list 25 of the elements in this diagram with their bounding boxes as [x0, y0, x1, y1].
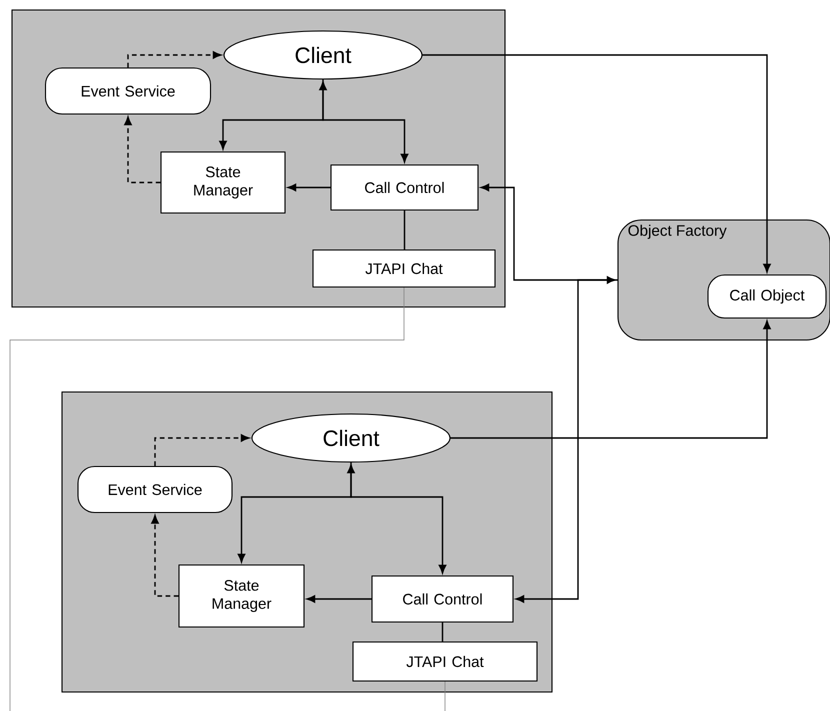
process-box: Call Control: [330, 164, 479, 211]
arrow: [350, 462, 446, 574]
arrow: [516, 279, 618, 603]
arrow: [306, 595, 372, 603]
arrow: [127, 51, 222, 68]
arrow: [154, 434, 250, 466]
process-box: JTAPI Chat: [352, 641, 538, 682]
rounded-box: Event Service: [44, 67, 212, 115]
arrow: [238, 464, 355, 562]
leader-line: [10, 287, 404, 711]
arrow: [219, 82, 327, 150]
arrow: [288, 184, 330, 192]
arrow: [124, 116, 160, 184]
process-box: State Manager: [160, 151, 286, 214]
arrow: [151, 515, 178, 597]
arrow: [322, 80, 408, 162]
arrow: [450, 320, 771, 439]
rounded-box: Call Object: [707, 274, 827, 319]
arrow: [480, 184, 616, 284]
process-box: Call Control: [371, 575, 514, 623]
leader-line: [444, 681, 446, 711]
arrow: [422, 54, 771, 272]
process-box: State Manager: [178, 564, 305, 628]
rounded-box: Event Service: [77, 466, 233, 514]
process-box: JTAPI Chat: [312, 249, 496, 288]
